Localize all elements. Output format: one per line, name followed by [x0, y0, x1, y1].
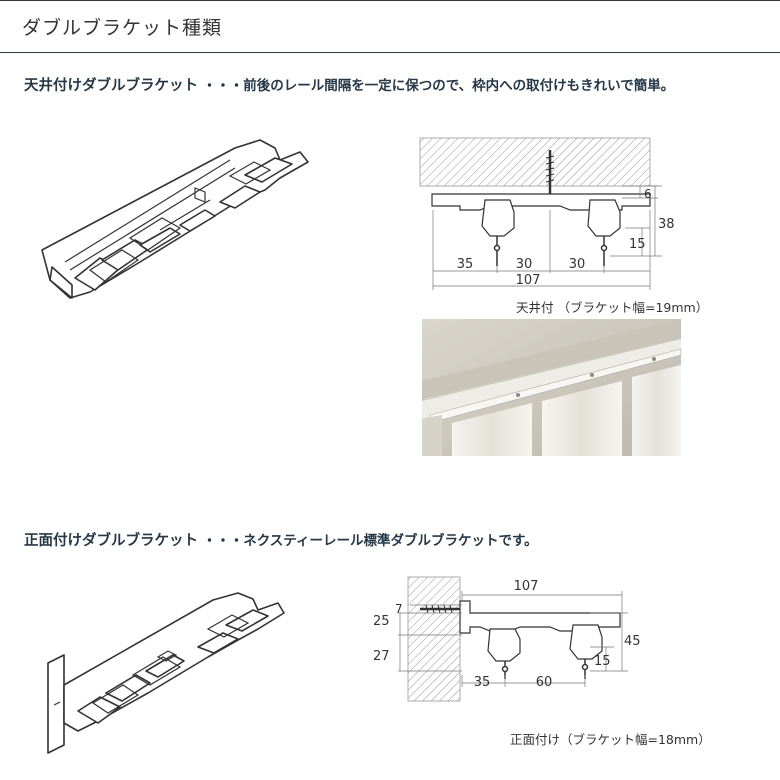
- ceiling-dim-6: 6: [644, 187, 652, 201]
- ceiling-dim-30-right: 30: [569, 257, 586, 272]
- installed-rail-photo: [422, 319, 682, 456]
- front-heading-title: 正面付けダブルブラケット: [24, 533, 198, 549]
- front-section-heading: 正面付けダブルブラケット ・・・ネクスティーレール標準ダブルブラケットです。: [24, 529, 538, 550]
- top-border: [0, 0, 780, 1]
- wall-surface: [407, 576, 461, 702]
- front-dim-15: 15: [594, 654, 611, 669]
- ceiling-dim-38: 38: [658, 217, 675, 232]
- ceiling-heading-title: 天井付けダブルブラケット: [24, 78, 198, 94]
- ceiling-dim-35: 35: [457, 257, 474, 272]
- front-dim-7: 7: [395, 602, 403, 616]
- ceiling-technical-drawing: 35 30 30 107 6 38 15: [419, 137, 675, 290]
- ceiling-dim-30-left: 30: [516, 257, 533, 272]
- front-bracket-illustration: [47, 592, 285, 754]
- ceiling-bracket-illustration: [41, 139, 309, 299]
- page-title: ダブルブラケット種類: [22, 17, 223, 39]
- front-heading-description: ・・・ネクスティーレール標準ダブルブラケットです。: [198, 533, 538, 549]
- ceiling-dim-107: 107: [516, 273, 541, 288]
- ceiling-section-heading: 天井付けダブルブラケット ・・・前後のレール間隔を一定に保つので、枠内への取付け…: [24, 74, 674, 95]
- front-dim-35: 35: [474, 675, 491, 690]
- ceiling-heading-description: ・・・前後のレール間隔を一定に保つので、枠内への取付けもきれいで簡単。: [198, 78, 675, 94]
- front-dim-107: 107: [514, 579, 539, 594]
- front-dim-45: 45: [624, 634, 641, 649]
- ceiling-surface: [419, 137, 651, 187]
- title-divider: [0, 52, 780, 53]
- front-caption: 正面付け（ブラケット幅=18mm）: [510, 732, 711, 747]
- front-dim-60: 60: [536, 675, 553, 690]
- front-technical-drawing: 107 7 25 27 35 60 45 15: [373, 576, 641, 702]
- ceiling-dim-15: 15: [629, 237, 646, 252]
- ceiling-caption: 天井付 （ブラケット幅=19mm）: [516, 300, 709, 315]
- front-dim-25: 25: [373, 614, 390, 629]
- front-dim-27: 27: [373, 649, 390, 664]
